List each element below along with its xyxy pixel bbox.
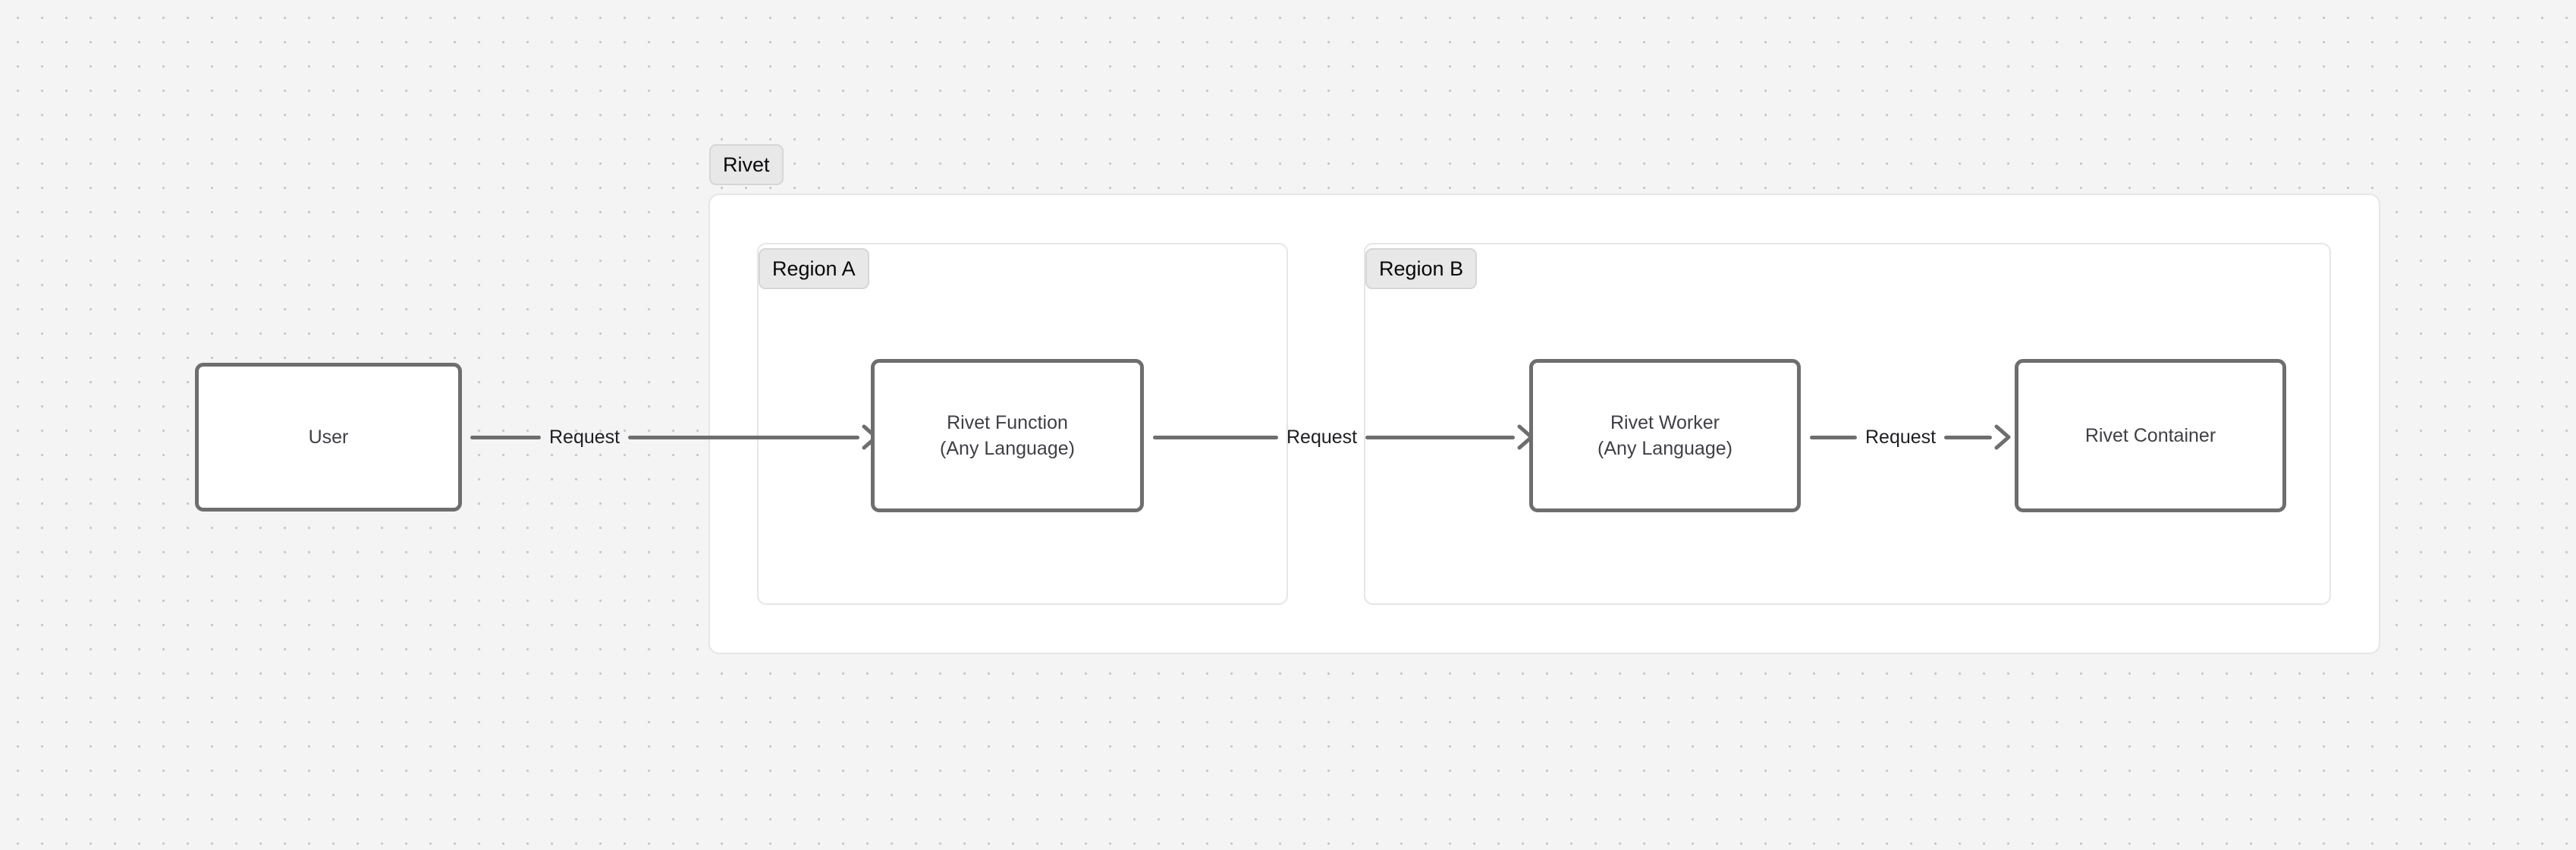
node-rivet-function[interactable]: Rivet Function (Any Language) <box>871 359 1144 512</box>
edge-line-segment <box>1810 435 1857 439</box>
edge-label-request: Request <box>1865 426 1937 448</box>
node-label-line1: Rivet Function <box>947 412 1068 433</box>
edge-line-segment <box>470 435 541 439</box>
group-label-region-b: Region B <box>1365 248 1478 289</box>
edge-line-segment <box>1365 435 1516 439</box>
node-label: User <box>308 427 349 448</box>
edge-line-segment <box>628 435 860 439</box>
edge-rivet-function-to-rivet-worker: Request <box>1153 414 1536 460</box>
node-label-line2: (Any Language) <box>940 438 1075 459</box>
group-label-region-a: Region A <box>759 248 869 289</box>
node-rivet-container[interactable]: Rivet Container <box>2015 359 2286 512</box>
node-label-line1: Rivet Worker <box>1610 412 1720 433</box>
edge-line-segment <box>1944 435 1993 439</box>
edge-label-request: Request <box>1286 426 1358 448</box>
node-label-line2: (Any Language) <box>1597 438 1733 459</box>
node-label: Rivet Container <box>2084 425 2216 446</box>
node-rivet-worker[interactable]: Rivet Worker (Any Language) <box>1529 359 1801 512</box>
edge-line-segment <box>1153 435 1278 439</box>
edge-rivet-worker-to-rivet-container: Request <box>1810 414 2013 460</box>
edge-user-to-rivet-function: Request <box>470 414 881 460</box>
node-user[interactable]: User <box>195 363 462 512</box>
arrowhead-icon <box>1994 424 2011 450</box>
edge-label-request: Request <box>549 426 620 448</box>
group-label-rivet: Rivet <box>709 144 784 185</box>
